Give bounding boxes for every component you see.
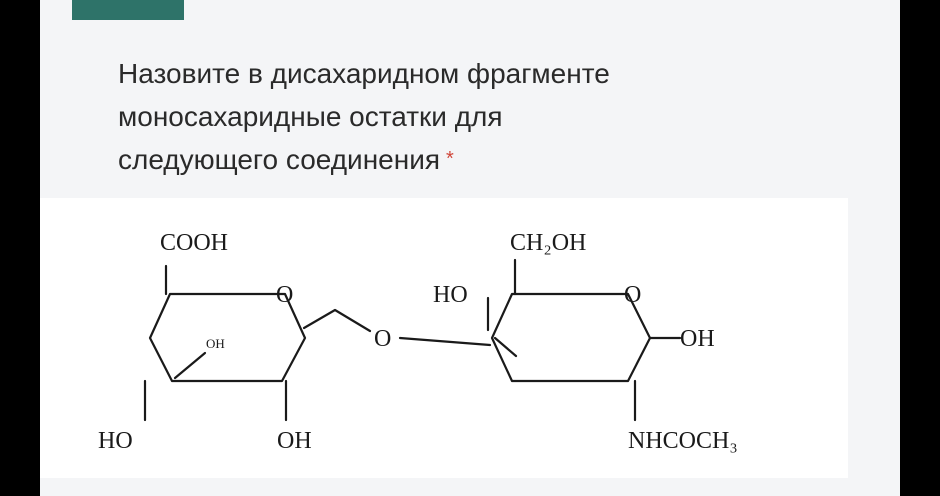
label-left-ring-oxygen: O — [276, 282, 293, 308]
question-line-1: Назовите в дисахаридном фрагменте — [118, 58, 610, 89]
question-line-3: следующего соединения * — [118, 138, 838, 181]
label-cooh: COOH — [160, 230, 228, 256]
right-ring-outline — [490, 292, 652, 383]
left-ring-outline — [148, 292, 307, 383]
question-line-3-text: следующего соединения — [118, 144, 440, 175]
right-ring-inner-bond — [493, 336, 518, 358]
structure-image: COOH O OH HO OH O CH₂OH HO O OH NHCOCH₃ — [40, 198, 848, 478]
label-right-ring-oxygen: O — [624, 282, 641, 308]
required-asterisk: * — [446, 148, 454, 170]
question-number-badge — [72, 0, 184, 20]
glycosidic-bond-right — [398, 336, 492, 347]
disaccharide-structure: COOH O OH HO OH O CH₂OH HO O OH NHCOCH₃ — [98, 230, 738, 454]
label-left-oh: OH — [277, 428, 312, 454]
label-nhcoch3: NHCOCH₃ — [628, 428, 738, 454]
question-line-2: моносахаридные остатки для — [118, 101, 503, 132]
label-bridge-oxygen: O — [374, 326, 391, 352]
label-inner-oh: OH — [206, 336, 225, 351]
label-ch2oh: CH₂OH — [510, 230, 586, 256]
glycosidic-bond-left — [302, 308, 372, 333]
question-text: Назовите в дисахаридном фрагменте моноса… — [118, 52, 838, 181]
label-left-ho: HO — [98, 428, 133, 454]
label-right-ho: HO — [433, 282, 468, 308]
left-ring-inner-bond — [173, 351, 207, 380]
label-right-oh: OH — [680, 326, 715, 352]
